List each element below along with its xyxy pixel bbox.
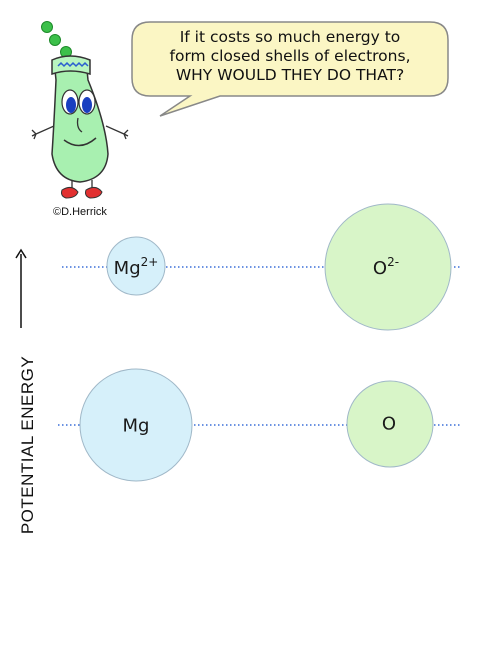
o-atom-label: O xyxy=(381,413,397,435)
o-ion-circle xyxy=(324,203,452,331)
mg-ion-charge: 2+ xyxy=(140,255,159,269)
bubble-line: form closed shells of electrons, xyxy=(169,47,411,65)
o-atom-circle xyxy=(346,380,434,468)
mg-atom-label: Mg xyxy=(122,415,150,437)
bubble-line: If it costs so much energy to xyxy=(179,28,401,46)
mg-ion-label: Mg2+ xyxy=(114,255,159,279)
o-ion-charge: 2- xyxy=(387,255,400,269)
o-ion-symbol: O xyxy=(372,258,388,279)
mg-atom-circle xyxy=(79,368,193,482)
arrow-up-icon xyxy=(15,248,27,328)
mg-ion-symbol: Mg xyxy=(113,258,141,279)
speech-bubble xyxy=(131,21,449,117)
bubble-line: WHY WOULD THEY DO THAT? xyxy=(175,66,405,84)
mg-ion-circle xyxy=(106,236,166,296)
bubble-text: If it costs so much energy to form close… xyxy=(142,28,438,85)
flask-mascot-icon xyxy=(31,21,129,199)
copyright-text: ©D.Herrick xyxy=(53,206,107,218)
o-ion-label: O2- xyxy=(373,255,399,279)
